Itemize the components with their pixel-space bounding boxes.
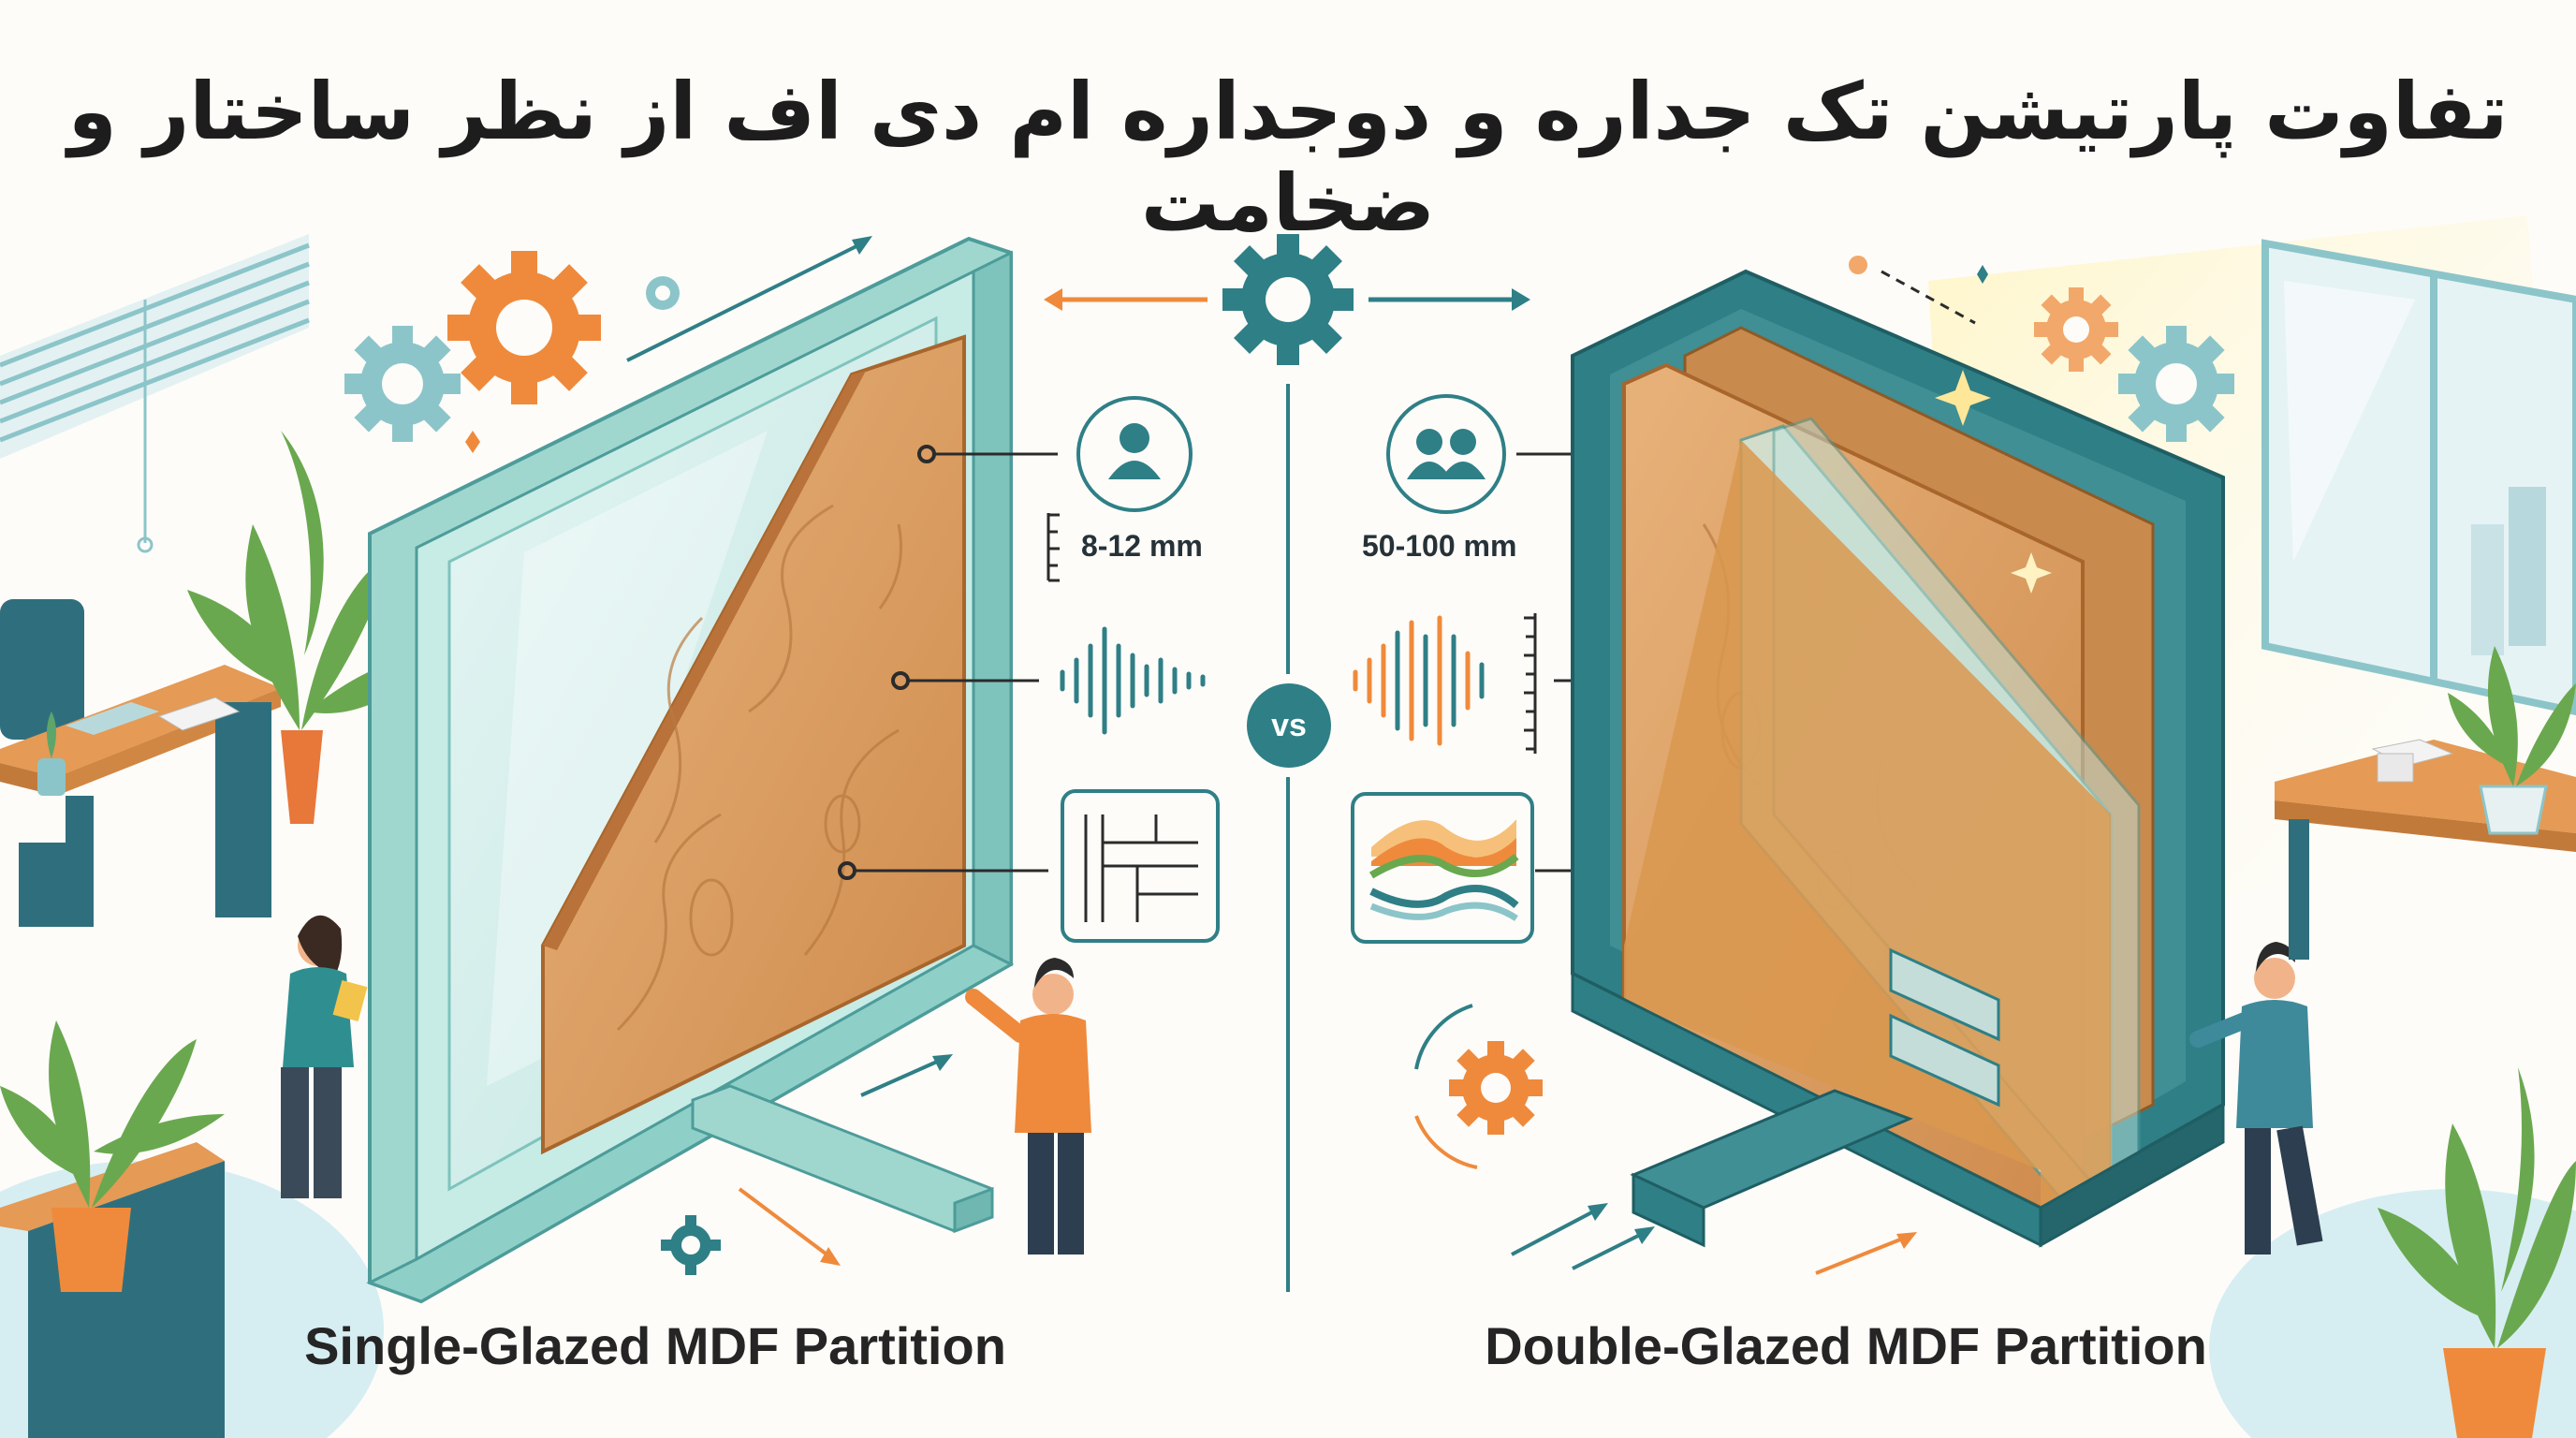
- caption-single-glazed: Single-Glazed MDF Partition: [304, 1316, 1006, 1375]
- single-glazed-partition: [366, 236, 1015, 1304]
- ruler-icon-right: [1524, 613, 1537, 754]
- ruler-icon-left: [1046, 513, 1060, 582]
- thickness-label-double: 50-100 mm: [1362, 529, 1517, 563]
- plant-left-lower: [0, 1020, 225, 1438]
- layout-grid-icon: [1061, 789, 1220, 943]
- sound-wave-icon: [1060, 626, 1206, 735]
- plant-right-lower: [2378, 1067, 2576, 1438]
- caption-double-glazed: Double-Glazed MDF Partition: [1485, 1316, 2207, 1375]
- office-desk-right: [2275, 646, 2576, 960]
- gear-icons-left: [344, 251, 680, 453]
- group-icon: [1386, 394, 1506, 514]
- right-icons: [1351, 394, 1725, 944]
- double-glazed-partition: [1414, 269, 2225, 1275]
- office-window-right: [2261, 239, 2576, 716]
- single-person-icon: [1076, 396, 1193, 512]
- sound-wave-icon-right: [1353, 615, 1485, 746]
- left-icons: [838, 396, 1220, 943]
- thickness-label-single: 8-12 mm: [1081, 529, 1203, 563]
- person-man-left: [965, 958, 1091, 1255]
- window-blinds: [0, 234, 310, 553]
- page-title: تفاوت پارتیشن تک جداره و دوجداره ام دی ا…: [67, 66, 2509, 249]
- person-man-right: [2189, 942, 2323, 1255]
- vs-badge: vs: [1247, 683, 1331, 768]
- office-desk-left: [0, 599, 281, 927]
- person-woman: [281, 915, 368, 1198]
- heat-wave-icon: [1351, 792, 1534, 944]
